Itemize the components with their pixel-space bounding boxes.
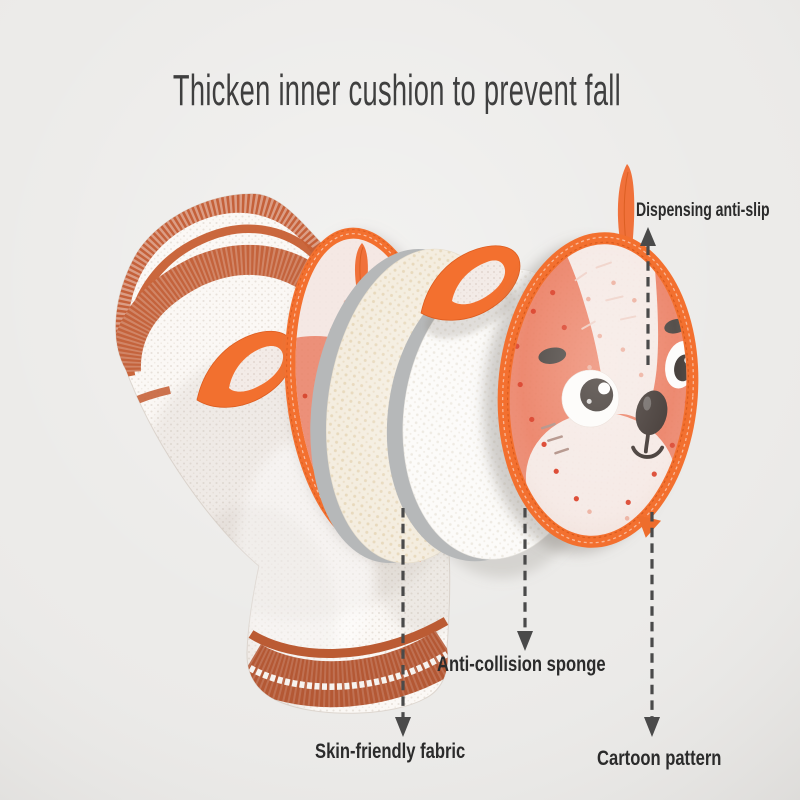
sleeve-top-cuff <box>115 193 342 412</box>
arrowhead-down-icon <box>517 631 533 651</box>
arrowhead-down-icon <box>644 717 660 737</box>
arrow-dispensing <box>640 227 656 365</box>
cartoon-pad-seam <box>637 515 662 538</box>
label-cartoon-pattern: Cartoon pattern <box>597 747 722 770</box>
cartoon-pad-ear <box>420 245 521 321</box>
label-skin-friendly-fabric: Skin-friendly fabric <box>315 740 466 763</box>
fox-ear-hole <box>452 260 506 305</box>
arrow-cartoon <box>644 512 660 737</box>
sleeve-ear-hole <box>229 345 284 392</box>
sleeve-bottom-cuff <box>237 617 461 708</box>
page-title: Thicken inner cushion to prevent fall <box>172 66 622 115</box>
arrowhead-down-icon <box>395 717 411 737</box>
label-anti-collision-sponge: Anti-collision sponge <box>437 653 606 676</box>
callout-arrows <box>395 227 660 737</box>
arrow-fabric <box>395 508 411 737</box>
cartoon-fox-pad <box>483 232 699 554</box>
label-dispensing-anti-slip: Dispensing anti-slip <box>636 200 770 221</box>
arrowhead-up-icon <box>640 227 656 246</box>
arrow-sponge <box>517 508 533 651</box>
